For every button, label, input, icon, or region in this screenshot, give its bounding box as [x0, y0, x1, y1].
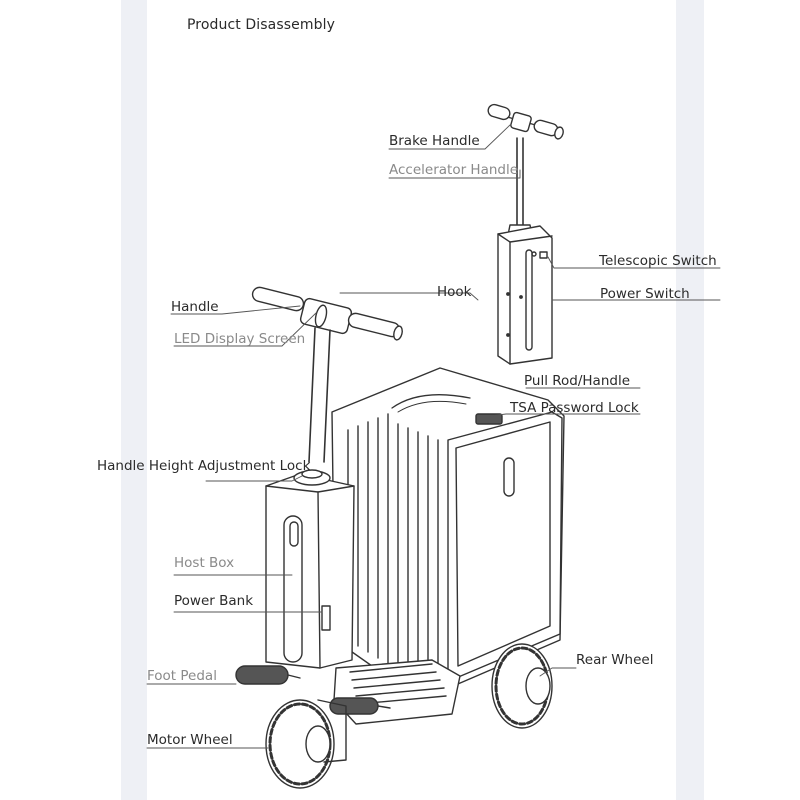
label-power-switch: Power Switch — [600, 286, 690, 302]
foot-pedals — [235, 665, 391, 715]
label-handle-height-adjustment-lock: Handle Height Adjustment Lock — [97, 458, 311, 474]
label-host-box: Host Box — [174, 555, 235, 571]
detached-handle-assembly — [487, 103, 564, 365]
page-title: Product Disassembly — [187, 17, 335, 33]
label-tsa-password-lock: TSA Password Lock — [510, 400, 639, 416]
label-telescopic-switch: Telescopic Switch — [599, 253, 717, 269]
label-hook: Hook — [437, 284, 472, 300]
leader-lines — [146, 124, 721, 749]
left-side-band — [121, 0, 147, 800]
label-brake-handle: Brake Handle — [389, 133, 480, 149]
right-side-band — [676, 0, 704, 800]
scooter-handlebar — [251, 286, 403, 463]
motor-wheel — [265, 699, 347, 789]
label-led-display-screen: LED Display Screen — [174, 331, 306, 347]
rear-wheel — [491, 643, 553, 729]
label-foot-pedal: Foot Pedal — [147, 668, 217, 684]
label-pull-rod-handle: Pull Rod/Handle — [524, 373, 631, 389]
host-box — [265, 469, 355, 669]
label-accelerator-handle: Accelerator Handle — [389, 162, 519, 178]
label-rear-wheel: Rear Wheel — [576, 652, 654, 668]
label-motor-wheel: Motor Wheel — [147, 732, 233, 748]
label-handle: Handle — [171, 299, 219, 315]
label-power-bank: Power Bank — [174, 593, 254, 609]
